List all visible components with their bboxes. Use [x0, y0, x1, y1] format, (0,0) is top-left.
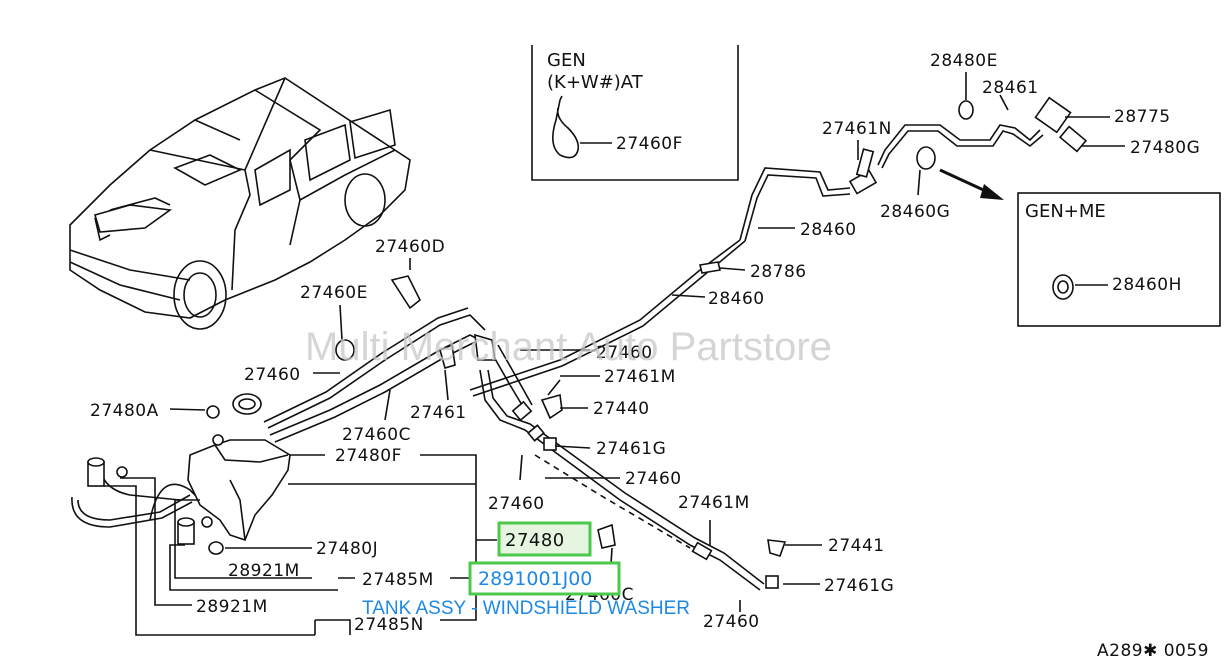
highlight-caption[interactable]: TANK ASSY - WINDSHIELD WASHER	[362, 598, 690, 619]
part-label-28460G: 28460G	[880, 202, 950, 222]
part-label-27461G-a: 27461G	[596, 439, 666, 459]
part-label-28460-b: 28460	[708, 289, 765, 309]
part-label-27460-a: 27460	[244, 365, 301, 385]
inset-gen-me: GEN+ME 28460H	[1017, 192, 1221, 327]
part-label-27461M-b: 27461M	[678, 493, 750, 513]
part-label-27480F: 27480F	[335, 446, 402, 466]
inset-gen-at-line2: (K+W#)AT	[547, 72, 644, 93]
part-label-27480J: 27480J	[316, 539, 378, 559]
vehicle-illustration	[69, 77, 411, 330]
part-label-27480A: 27480A	[90, 401, 159, 421]
part-label-28460H: 28460H	[1112, 275, 1182, 295]
washer-tank	[187, 439, 291, 541]
highlighted-part-27480[interactable]: 27480	[497, 521, 592, 557]
part-label-28461: 28461	[982, 78, 1039, 98]
part-label-28921M-b: 28921M	[196, 597, 268, 617]
highlight-box-2891001J00[interactable]	[468, 561, 621, 596]
part-label-27460-b: 27460	[596, 343, 653, 363]
part-label-27480G: 27480G	[1130, 138, 1200, 158]
inset-gen-me-title: GEN+ME	[1025, 201, 1106, 222]
part-label-27461N-top: 27461N	[822, 119, 892, 139]
highlight-box-27480[interactable]	[497, 521, 592, 557]
part-label-27440: 27440	[593, 399, 650, 419]
watermark: Multi Merchant Auto Partstore	[305, 325, 832, 369]
part-label-28480E: 28480E	[930, 51, 998, 71]
part-label-27460E: 27460E	[300, 283, 368, 303]
part-label-27461M-a: 27461M	[604, 367, 676, 387]
part-label-27460D: 27460D	[375, 237, 445, 257]
part-label-27461: 27461	[410, 403, 467, 423]
part-label-28786: 28786	[750, 262, 807, 282]
part-label-28775: 28775	[1114, 107, 1171, 127]
part-label-27441: 27441	[828, 536, 885, 556]
leader-lines	[104, 72, 1125, 636]
part-label-28460-a: 28460	[800, 220, 857, 240]
direction-arrow	[939, 168, 1004, 200]
front-washer-piping	[71, 307, 765, 591]
highlight-label-27480[interactable]: 27480	[505, 530, 565, 551]
part-label-27460F: 27460F	[616, 134, 683, 154]
inset-gen-at-line1: GEN	[547, 50, 586, 71]
part-label-27460-c: 27460	[625, 469, 682, 489]
highlighted-part-2891001J00[interactable]: 2891001J00	[468, 561, 621, 596]
part-label-27460-e: 27460	[703, 612, 760, 632]
rear-washer-parts	[699, 96, 1088, 274]
part-label-27485N: 27485N	[354, 615, 424, 635]
part-label-27460-d: 27460	[488, 494, 545, 514]
highlight-label-2891001J00[interactable]: 2891001J00	[478, 568, 592, 590]
part-label-27461G-b: 27461G	[824, 576, 894, 596]
part-label-27485M: 27485M	[362, 570, 434, 590]
inset-gen-at: GEN (K+W#)AT 27460F	[531, 45, 739, 181]
front-washer-parts	[87, 275, 787, 589]
diagram-code: A289✱ 0059	[1097, 641, 1209, 661]
part-label-28921M-a: 28921M	[228, 561, 300, 581]
callout-labels: 28480E 28461 28775 27461N 27480G 28460G …	[90, 51, 1200, 635]
part-label-27460C-a: 27460C	[342, 425, 411, 445]
hose-clip-part	[552, 99, 580, 159]
